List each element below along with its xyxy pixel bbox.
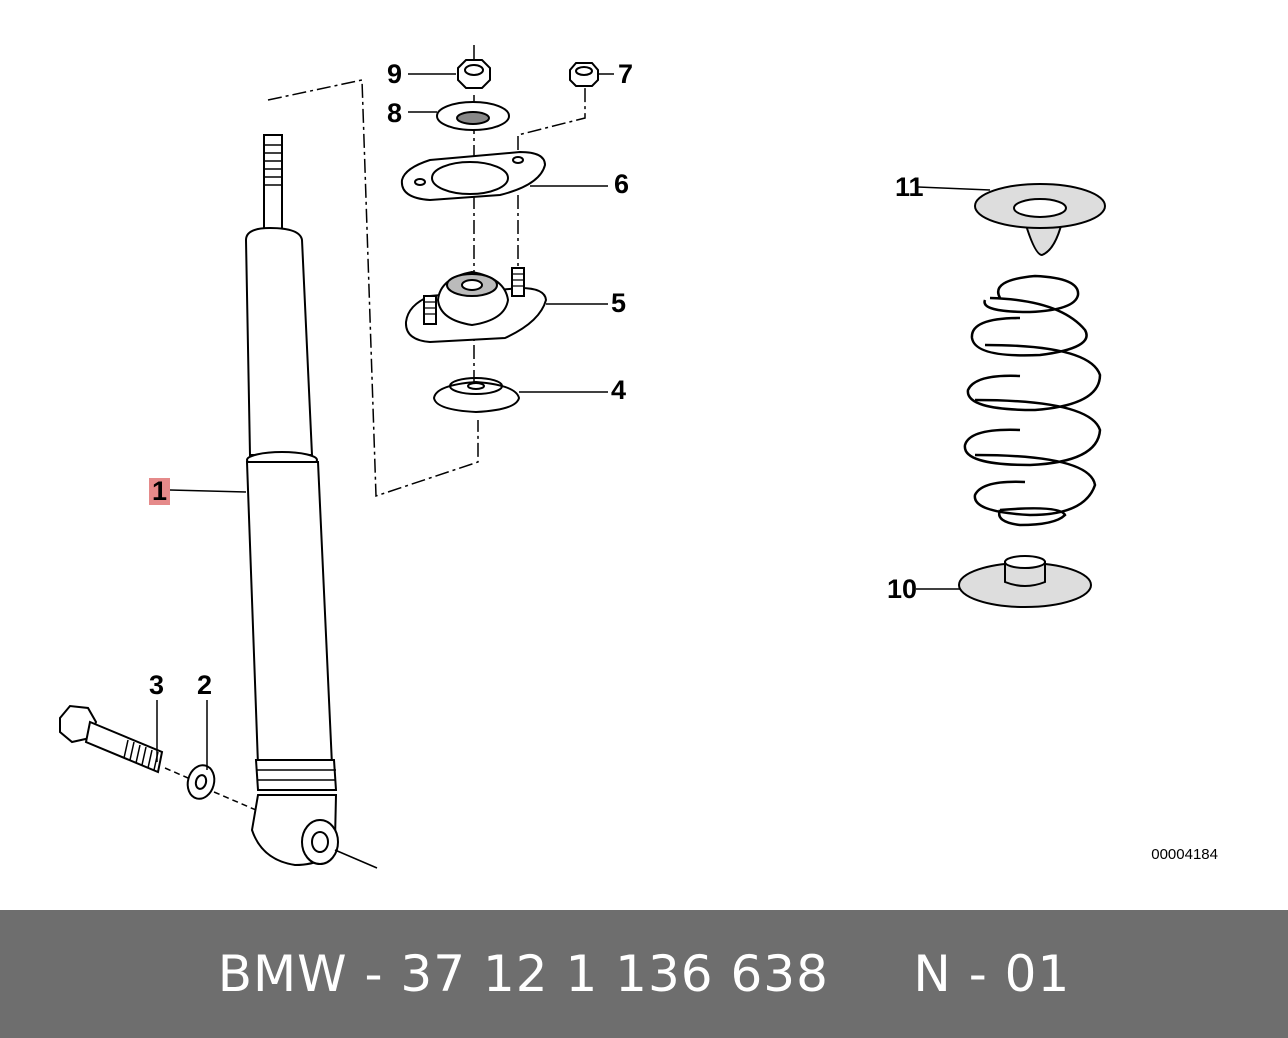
part-5-mount bbox=[404, 267, 548, 344]
leader-lines bbox=[156, 73, 991, 770]
callout-10[interactable]: 10 bbox=[887, 574, 918, 604]
diagram-reference-code: 00004184 bbox=[1151, 846, 1218, 863]
callout-2[interactable]: 2 bbox=[197, 670, 213, 700]
part-number-caption: BMW - 37 12 1 136 638 N - 01 bbox=[217, 945, 1071, 1003]
callout-3[interactable]: 3 bbox=[149, 670, 165, 700]
parts-diagram bbox=[59, 45, 1106, 869]
callout-11[interactable]: 11 bbox=[895, 172, 924, 202]
part-2-washer bbox=[186, 764, 257, 811]
callout-5[interactable]: 5 bbox=[611, 288, 627, 318]
coil-spring bbox=[963, 274, 1102, 527]
part-9-nut bbox=[457, 45, 491, 89]
part-8-washer bbox=[436, 101, 510, 131]
part-7-nut bbox=[569, 62, 599, 87]
part-4-cap bbox=[432, 377, 521, 414]
part-3-bolt bbox=[59, 704, 189, 779]
callout-7[interactable]: 7 bbox=[618, 59, 634, 89]
part-10-spring-pad bbox=[958, 555, 1092, 608]
callout-6[interactable]: 6 bbox=[614, 169, 630, 199]
part-11-spring-pad bbox=[974, 183, 1106, 257]
callout-9[interactable]: 9 bbox=[387, 59, 403, 89]
footer-bar: BMW - 37 12 1 136 638 N - 01 bbox=[0, 910, 1288, 1038]
callout-1[interactable]: 1 bbox=[149, 478, 171, 505]
shock-absorber bbox=[244, 134, 378, 869]
callout-4[interactable]: 4 bbox=[611, 375, 627, 405]
part-6-gasket bbox=[400, 150, 547, 202]
callout-8[interactable]: 8 bbox=[387, 98, 403, 128]
